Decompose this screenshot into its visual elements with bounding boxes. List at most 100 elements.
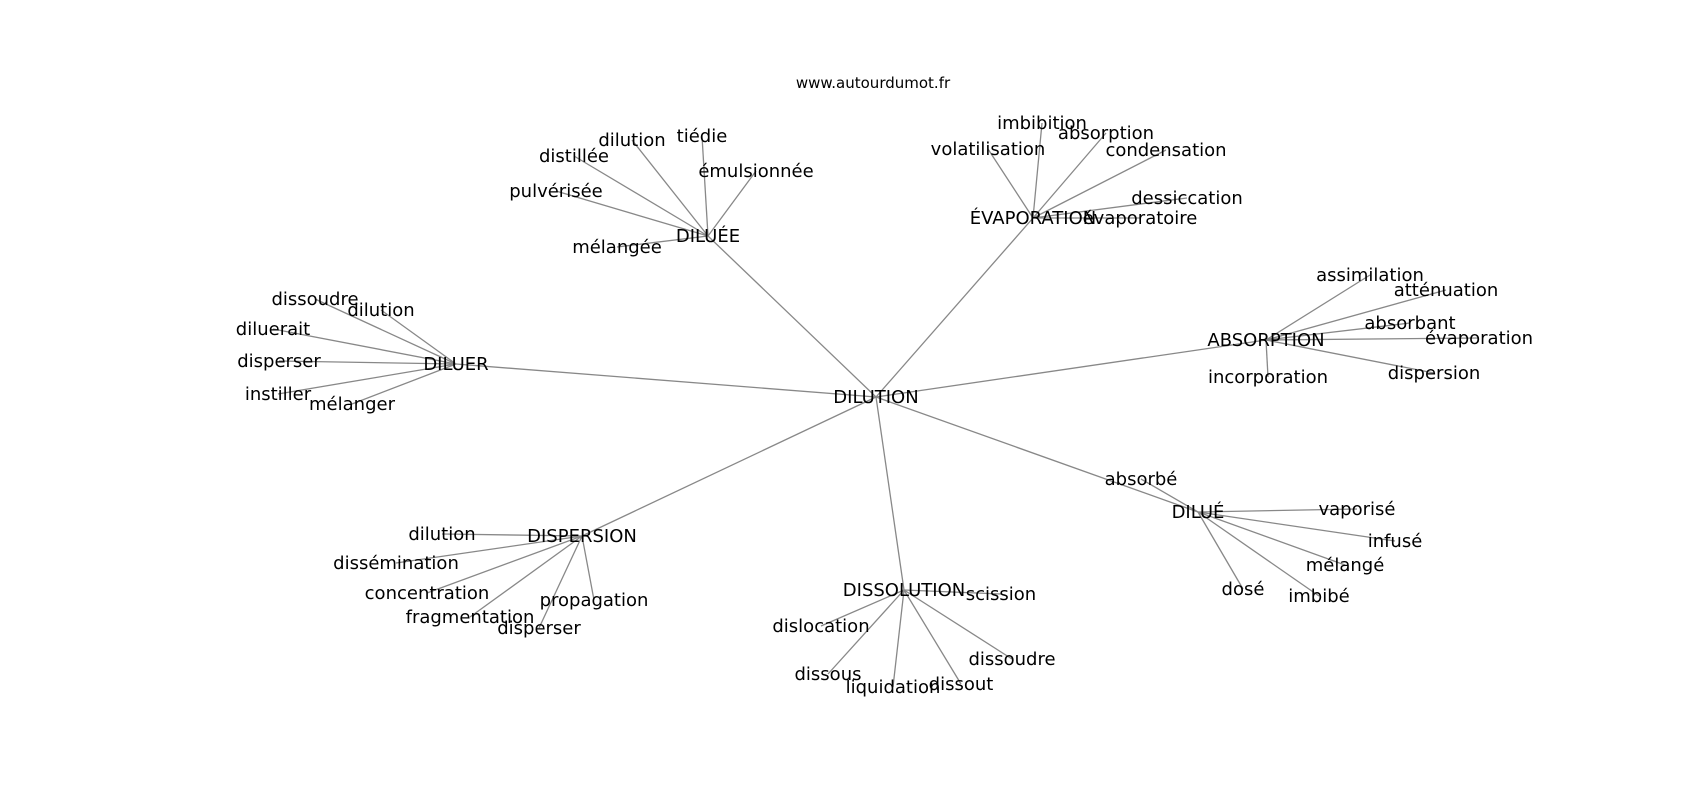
edge-evaporation-leaf-0 [1032,122,1043,219]
source-title: www.autourdumot.fr [796,74,951,92]
leaf-node-dilue_m[interactable]: imbibé [1288,586,1349,607]
edge-dilue_m-leaf-3 [1197,511,1346,566]
edge-dilue_m-leaf-2 [1197,511,1396,542]
leaf-node-evaporation[interactable]: évaporatoire [1083,208,1198,229]
leaf-node-evaporation[interactable]: absorption [1058,123,1154,144]
edge-dissolution-leaf-2 [827,589,905,675]
leaf-node-dispersion[interactable]: dissémination [333,553,459,574]
edge-diluer-leaf-0 [314,298,457,365]
edge-absorption-leaf-3 [1265,337,1480,341]
edge-diluer-leaf-5 [351,363,457,405]
edge-dissolution-leaf-3 [892,589,905,688]
edge-dissolution-leaf-0 [903,589,1002,595]
edge-diluer-leaf-1 [380,309,457,365]
edge-evaporation-leaf-4 [1032,197,1188,219]
edge-diluer-leaf-4 [277,363,457,395]
leaf-node-dilue_f[interactable]: émulsionnée [698,161,813,182]
edge-dilue_f-leaf-1 [631,139,709,237]
leaf-node-dilue_f[interactable]: mélangée [572,237,662,258]
edge-dilue_f-leaf-4 [555,190,709,237]
leaf-node-absorption[interactable]: assimilation [1316,265,1424,286]
leaf-node-absorption[interactable]: atténuation [1394,280,1499,301]
hub-node-dissolution[interactable]: DISSOLUTION [843,580,965,601]
hub-node-dilue_f[interactable]: DILUÉE [676,225,740,247]
leaf-node-dilue_f[interactable]: distillée [539,146,609,167]
leaf-node-dissolution[interactable]: dislocation [772,616,869,637]
graph-edges [272,122,1480,688]
leaf-node-dilue_f[interactable]: dilution [598,130,665,151]
edge-center-dilue_f [707,235,877,398]
leaf-node-evaporation[interactable]: condensation [1105,140,1226,161]
edge-dilue_m-leaf-4 [1197,511,1320,597]
leaf-node-dilue_m[interactable]: vaporisé [1319,499,1396,520]
edge-evaporation-leaf-3 [1032,149,1167,219]
edge-absorption-leaf-2 [1265,322,1411,341]
edge-dilue_f-leaf-5 [616,235,709,248]
edge-dissolution-leaf-4 [903,589,962,685]
leaf-node-diluer[interactable]: dilution [347,300,414,321]
hub-node-diluer[interactable]: DILUER [423,354,488,375]
hub-node-dispersion[interactable]: DISPERSION [527,526,637,547]
edge-dilue_m-leaf-0 [1140,478,1199,513]
hub-node-evaporation[interactable]: ÉVAPORATION [970,207,1097,229]
edge-dilue_f-leaf-3 [707,170,757,237]
leaf-node-dispersion[interactable]: dilution [408,524,475,545]
edge-absorption-leaf-1 [1265,289,1447,341]
edge-center-diluer [455,363,877,398]
edge-dispersion-leaf-0 [441,533,583,537]
edge-center-evaporation [875,217,1034,398]
leaf-node-absorption[interactable]: dispersion [1388,363,1481,384]
leaf-node-evaporation[interactable]: imbibition [997,113,1087,134]
edge-dilue_f-leaf-0 [573,155,709,237]
leaf-node-dilue_m[interactable]: dosé [1222,579,1265,600]
edge-diluer-leaf-3 [278,360,457,365]
hub-node-dilue_m[interactable]: DILUÉ [1172,501,1225,523]
edge-dissolution-leaf-5 [903,589,1013,660]
leaf-node-dissolution[interactable]: dissous [795,664,862,685]
edge-dissolution-leaf-1 [820,589,905,627]
leaf-node-dispersion[interactable]: disperser [497,618,581,639]
leaf-node-dispersion[interactable]: concentration [365,583,490,604]
edge-dispersion-leaf-1 [395,535,583,564]
edge-absorption-leaf-4 [1265,339,1269,378]
leaf-node-evaporation[interactable]: volatilisation [931,139,1046,160]
edge-dilue_m-leaf-5 [1197,511,1244,590]
edge-absorption-leaf-0 [1265,274,1371,341]
edge-dilue_m-leaf-1 [1197,508,1358,513]
leaf-node-diluer[interactable]: diluerait [236,319,310,340]
edge-dilue_f-leaf-2 [701,135,709,237]
leaf-node-dissolution[interactable]: dissout [929,674,994,695]
leaf-node-dispersion[interactable]: fragmentation [406,607,535,628]
leaf-node-evaporation[interactable]: dessiccation [1131,188,1243,209]
leaf-node-absorption[interactable]: absorbant [1364,313,1455,334]
leaf-node-dilue_m[interactable]: mélangé [1306,555,1385,576]
hub-node-absorption[interactable]: ABSORPTION [1207,330,1324,351]
edge-dispersion-leaf-5 [581,535,595,601]
leaf-node-diluer[interactable]: disperser [237,351,321,372]
leaf-node-diluer[interactable]: dissoudre [271,289,358,310]
edge-dispersion-leaf-3 [469,535,583,618]
leaf-node-absorption[interactable]: incorporation [1208,367,1328,388]
leaf-node-dilue_f[interactable]: tiédie [677,126,728,147]
edge-evaporation-leaf-2 [987,148,1034,219]
leaf-node-dilue_m[interactable]: infusé [1368,531,1423,552]
edge-dispersion-leaf-2 [426,535,583,594]
leaf-node-diluer[interactable]: instiller [245,384,312,405]
edge-center-absorption [875,339,1267,398]
leaf-node-dilue_m[interactable]: absorbé [1105,469,1178,490]
leaf-node-dilue_f[interactable]: pulvérisée [509,181,603,202]
edge-dispersion-leaf-4 [538,535,583,629]
edge-center-dilue_m [875,396,1199,513]
leaf-node-absorption[interactable]: évaporation [1425,328,1533,349]
leaf-node-dissolution[interactable]: scission [966,584,1036,605]
edge-diluer-leaf-2 [272,328,457,365]
leaf-node-dissolution[interactable]: dissoudre [968,649,1055,670]
edge-center-dissolution [875,396,905,591]
leaf-node-dissolution[interactable]: liquidation [846,677,941,698]
leaf-node-diluer[interactable]: mélanger [309,394,396,415]
leaf-node-dispersion[interactable]: propagation [540,590,649,611]
edge-evaporation-leaf-1 [1032,132,1107,219]
center-node[interactable]: DILUTION [833,387,918,408]
